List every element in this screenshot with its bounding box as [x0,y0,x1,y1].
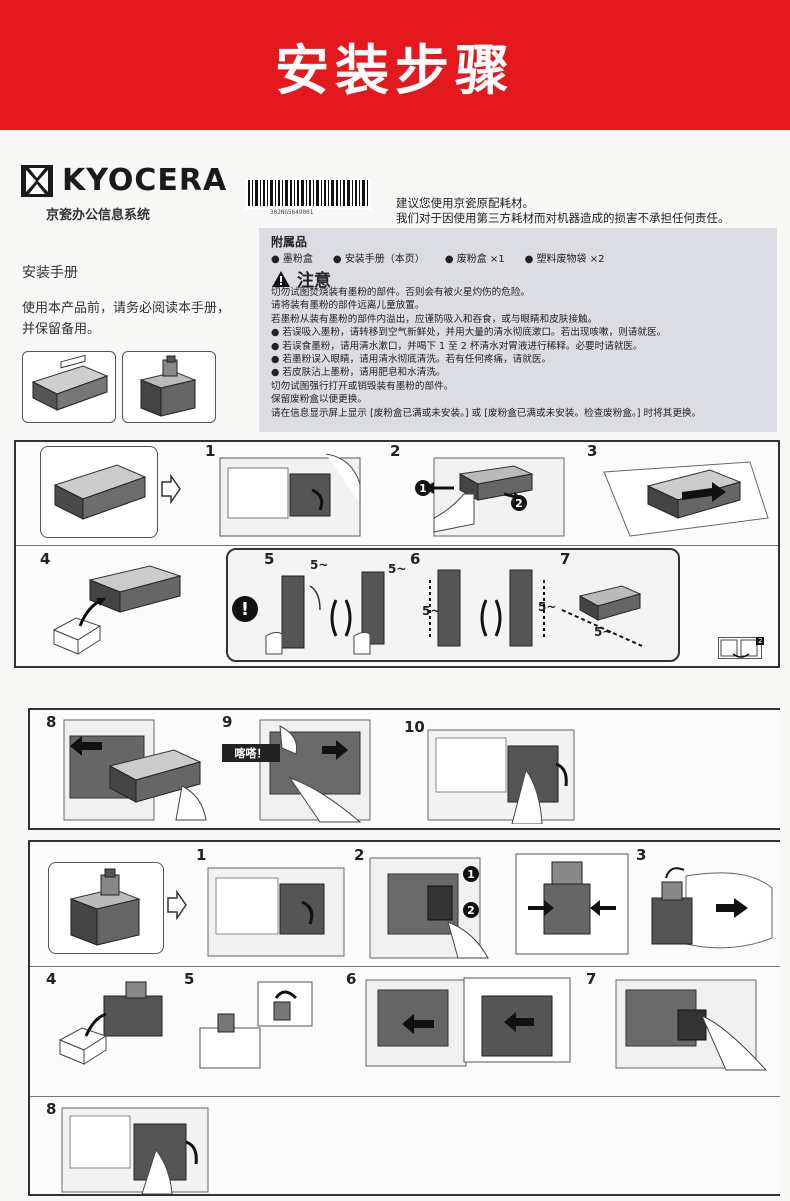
caution-line: 切勿试图强行打开或销毁装有墨粉的部件。 [271,380,454,392]
logo-wordmark: KYOCERA [62,163,228,198]
notice-line-2: 我们对于因使用第三方耗材而对机器造成的损害不承担任何责任。 [396,211,730,225]
cap-waste-box-icon [199,981,313,1069]
waste-toner-box-icon [69,868,141,946]
caution-line: 若墨粉从装有墨粉的部件内溢出，应谨防吸入和吞食，或与眼睛和皮肤接触。 [271,313,598,325]
toner-intro-frame [40,446,158,538]
manual-note-line-2: 并保留备用。 [22,322,101,337]
shake-count-label: 5~ [310,558,329,572]
waste-step-number: 2 [354,846,365,864]
close-front-cover-icon [427,729,575,824]
close-front-cover-icon [61,1107,209,1194]
toner-step-number: 10 [404,718,425,736]
accessories-caution-box: 附属品 墨粉盒 安装手册（本页） 废粉盒 ×1 塑料废物袋 ×2 注意 切勿试图… [259,228,777,432]
toner-into-bag-icon [603,461,769,537]
warning-triangle-icon [272,270,290,287]
accessory-item: 墨粉盒 [271,250,313,265]
waste-step-number: 7 [586,970,597,988]
callout-badge: 2 [511,495,527,511]
caution-line: 切勿试图焚烧装有墨粉的部件。否则会有被火星灼伤的危险。 [271,287,531,298]
page-number-badge: 2 [756,637,765,645]
shake-count-label: 5~ [594,625,613,639]
push-waste-box-icon [615,979,768,1071]
insert-toner-icon [63,719,207,821]
brand-subtitle: 京瓷办公信息系统 [46,208,151,223]
caution-line: 保留废粉盒以便更换。 [271,394,367,406]
manual-note: 使用本产品前，请务必阅读本手册， 并保留备用。 [22,298,272,340]
kyocera-mark-icon [21,164,53,197]
accessory-item: 塑料废物袋 ×2 [525,250,605,265]
caution-heading: 注意 [271,266,331,291]
toner-step-number: 2 [390,442,401,460]
barcode-icon [245,178,371,210]
waste-box-intro-frame [48,862,164,954]
unpack-waste-box-icon [58,981,163,1065]
toner-step-number: 8 [46,713,57,731]
accessories-title: 附属品 [271,235,308,249]
exclamation-icon: ! [232,596,258,622]
kyocera-logo: KYOCERA [20,163,227,198]
accessory-item: 废粉盒 ×1 [445,250,505,265]
banner-title: 安装步骤 [275,38,515,102]
accessories-list: 墨粉盒 安装手册（本页） 废粉盒 ×1 塑料废物袋 ×2 [271,250,605,265]
row-divider [30,1096,780,1097]
page-2-reference [718,637,762,659]
toner-step-number: 3 [587,442,598,460]
machine-front-cover-icon [207,867,345,957]
push-toner-icon [259,719,371,823]
shake-toner-illustration-icon [265,569,643,655]
barcode-number: 302NG5649001 [270,209,314,216]
caution-line: ● 若误吸入墨粉，请转移到空气新鲜处，并用大量的清水彻底漱口。若出现咳嗽，则请就… [271,327,667,339]
click-sound-label: 喀嗒！ [222,744,280,762]
waste-step-number: 5 [184,970,195,988]
waste-step-number: 8 [46,1100,57,1118]
callout-badge: 2 [463,902,479,918]
accessory-item: 安装手册（本页） [333,250,425,265]
caution-text: 切勿试图焚烧装有墨粉的部件。否则会有被火星灼伤的危险。 请将装有墨粉的部件远离儿… [271,286,776,420]
waste-step-number: 6 [346,970,357,988]
waste-toner-box-icon [139,355,197,417]
caution-line: ● 若墨粉误入眼睛，请用清水彻底清洗。若有任何疼痛，请就医。 [271,354,552,366]
toner-step-number: 9 [222,713,233,731]
waste-box-into-bag-icon [651,867,773,949]
toner-cartridge-icon [31,354,109,411]
caution-line: 请将装有墨粉的部件远离儿童放置。 [271,300,425,312]
callout-badge: 1 [463,866,479,882]
consumables-notice: 建议您使用京瓷原配耗材。 我们对于因使用第三方耗材而对机器造成的损害不承担任何责… [396,196,730,226]
shake-count-label: 5~ [538,600,557,614]
notice-line-1: 建议您使用京瓷原配耗材。 [396,196,534,210]
machine-front-cover-icon [219,453,361,537]
toner-step-number: 6 [410,550,421,568]
waste-step-number: 4 [46,970,57,988]
banner: 安装步骤 [0,0,790,130]
next-arrow-icon [167,890,187,920]
toner-step-number: 4 [40,550,51,568]
turn-page-icon [720,639,758,658]
caution-line: 请在信息显示屏上显示 [废粉盒已满或未安装。] 或 [废粉盒已满或未安装。检查废… [271,407,702,419]
manual-title: 安装手册 [22,265,78,281]
waste-step-number: 1 [196,846,207,864]
toner-cartridge-icon [53,464,147,520]
waste-step-number: 3 [636,846,647,864]
caution-line: ● 若皮肤沾上墨粉，请用肥皂和水清洗。 [271,367,446,379]
shake-count-label: 5~ [388,562,407,576]
next-arrow-icon [161,474,181,504]
toner-cartridge-thumbnail [22,351,116,423]
caution-line: ● 若误食墨粉，请用清水漱口，并喝下 1 至 2 杯清水对胃液进行稀释。必要时请… [271,340,643,352]
caution-title: 注意 [297,271,331,291]
shake-count-label: 5~ [422,604,441,618]
toner-step-number: 7 [560,550,571,568]
toner-step-number: 1 [205,442,216,460]
manual-note-line-1: 使用本产品前，请务必阅读本手册， [22,301,231,316]
callout-badge: 1 [415,480,431,496]
install-waste-box-icon [365,977,571,1067]
unpack-toner-icon [52,565,182,655]
toner-step-number: 5 [264,550,275,568]
waste-toner-box-thumbnail [122,351,216,423]
remove-toner-icon [424,457,565,537]
row-divider [16,545,778,546]
remove-waste-box-icon [369,853,629,959]
row-divider [30,966,780,967]
